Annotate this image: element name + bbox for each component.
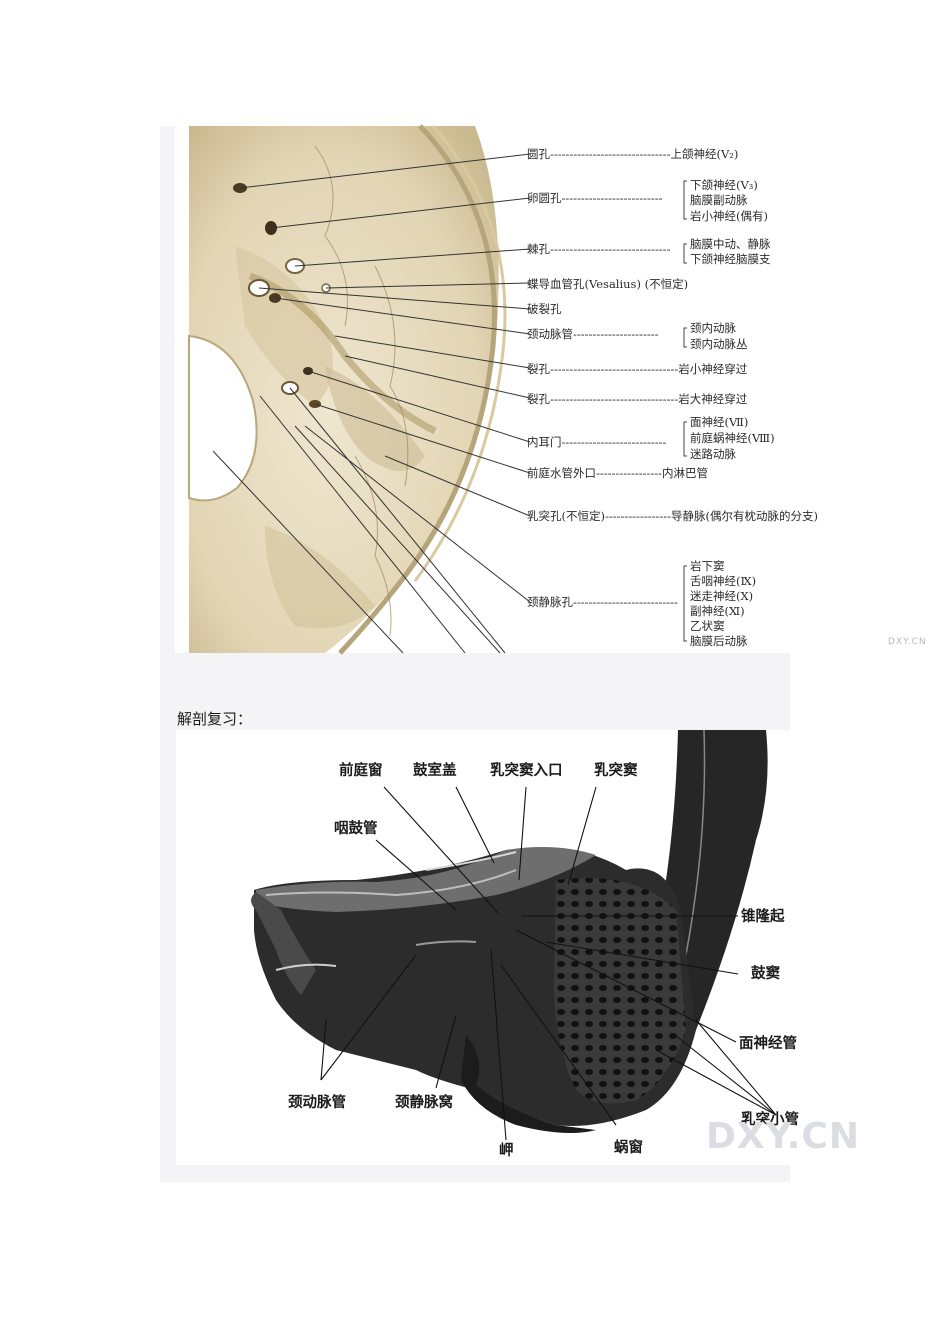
label-rutu: 乳突孔(不恒定)-----------------导静脉(偶尔有枕动脉的分支) [527, 509, 819, 523]
label-qiantingchuang: 前庭窗 [339, 763, 383, 779]
watermark-dxy-1: DXY.CN [888, 637, 927, 647]
label-yuankong: 圆孔-------------------------------上颌神经(V₂… [527, 147, 739, 161]
temporal-bone-figure: 前庭窗 鼓室盖 乳突窦入口 乳突窦 咽鼓管 锥隆起 鼓窦 面神经管 乳突小管 颈… [176, 729, 799, 1165]
temporal-bone-illustration [251, 729, 777, 1141]
label-polie: 破裂孔 [527, 302, 562, 316]
label-rutudourukou: 乳突窦入口 [490, 763, 563, 779]
label-jingdongmai: 颈动脉管---------------------- [527, 327, 659, 341]
label-neiermen: 内耳门--------------------------- [527, 435, 667, 449]
label-luanyuankong-r3: 岩小神经(偶有) [690, 209, 768, 223]
label-neiermen-r3: 迷路动脉 [690, 447, 736, 461]
label-luanyuankong-r2: 脑膜副动脉 [690, 193, 748, 207]
label-jingjingmai-r2: 舌咽神经(Ⅸ) [690, 574, 757, 588]
label-neiermen-r2: 前庭蜗神经(Ⅷ) [690, 431, 775, 445]
label-gudou: 鼓窦 [751, 966, 780, 982]
label-luanyuankong-r1: 下颌神经(V₃) [690, 178, 758, 192]
label-wochuang: 蜗窗 [614, 1140, 643, 1156]
label-qianting: 前庭水管外口-----------------内淋巴管 [527, 466, 709, 480]
label-liekong-1: 裂孔---------------------------------岩小神经穿… [527, 362, 748, 376]
label-jingdongmai-r2: 颈内动脉丛 [690, 337, 748, 351]
label-gushigai: 鼓室盖 [413, 763, 457, 779]
label-jingjingmai-r5: 乙状窦 [690, 619, 725, 633]
label-rutuxiaoguan: 乳突小管 [741, 1112, 799, 1128]
label-neiermen-r1: 面神经(Ⅶ) [690, 415, 749, 429]
label-jingjingmai-r4: 副神经(Ⅺ) [690, 604, 745, 618]
label-jingdongmaiguan: 颈动脉管 [288, 1095, 346, 1111]
label-jingjingmai-r3: 迷走神经(Ⅹ) [690, 589, 754, 603]
label-jikong-r2: 下颌神经脑膜支 [690, 252, 771, 266]
label-jingjingmai: 颈静脉孔--------------------------- [527, 595, 678, 609]
label-mianshenjingguan: 面神经管 [739, 1036, 797, 1052]
label-jingjingmaiwo: 颈静脉窝 [395, 1095, 453, 1111]
label-liekong-2: 裂孔---------------------------------岩大神经穿… [527, 392, 748, 406]
skull-base-illustration [188, 124, 687, 655]
label-jikong: 棘孔------------------------------- [527, 242, 671, 256]
label-zhuilongqi: 锥隆起 [741, 909, 785, 925]
label-diedao: 蝶导血管孔(Vesalius) (不恒定) [527, 277, 689, 291]
label-jingjingmai-r6: 脑膜后动脉 [690, 634, 748, 648]
skull-base-figure: 圆孔-------------------------------上颌神经(V₂… [175, 124, 818, 655]
label-rutudou: 乳突窦 [594, 763, 638, 779]
label-jingdongmai-r1: 颈内动脉 [690, 321, 736, 335]
label-jikong-r1: 脑膜中动、静脉 [690, 237, 771, 251]
section-caption: 解剖复习： [177, 710, 253, 728]
label-luanyuankong: 卵圆孔-------------------------- [527, 191, 663, 205]
label-jingjingmai-r1: 岩下窦 [690, 559, 725, 573]
label-jia: 岬 [499, 1143, 514, 1159]
watermark-dxy-2: DXY.CN [706, 1116, 860, 1157]
label-yanguguan: 咽鼓管 [334, 821, 378, 837]
